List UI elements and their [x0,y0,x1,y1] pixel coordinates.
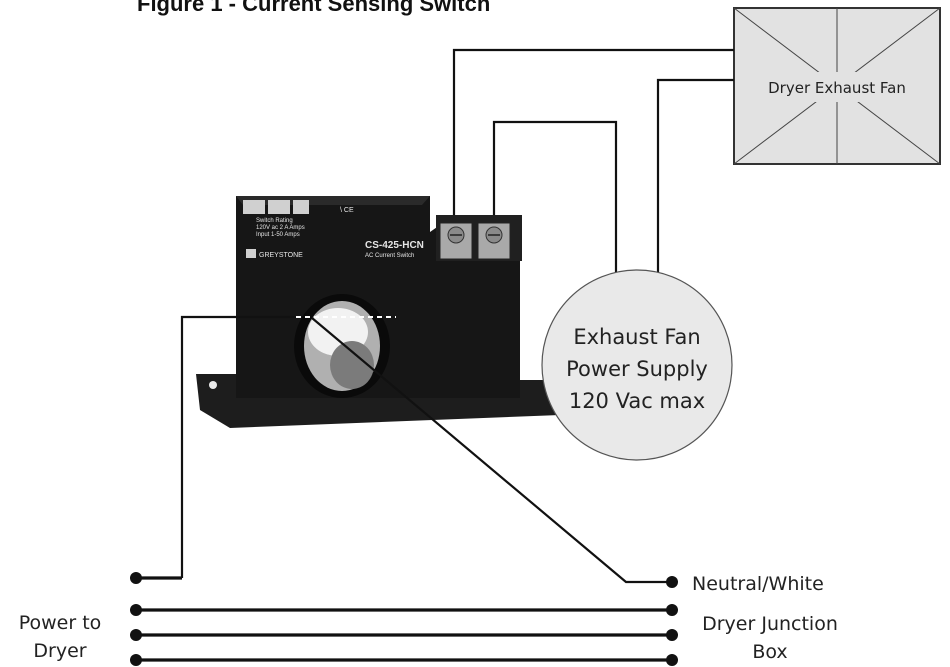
wire-terminal2-to-supply [492,120,618,283]
wire-terminal1-to-fan [452,48,734,232]
supply-line1: Exhaust Fan [573,325,700,349]
rating-line3: Input 1-50 Amps [256,232,300,238]
fan-label: Dryer Exhaust Fan [768,79,906,97]
ce-mark: \ CE [340,207,354,214]
power-to-dryer-line2: Dryer [33,640,86,662]
supply-line2: Power Supply [566,357,708,381]
bus-wires [136,576,672,662]
figure-title: Figure 1 - Current Sensing Switch [137,0,490,16]
brand-label: GREYSTONE [259,252,303,259]
model-label: CS-425-HCN [365,240,424,251]
supply-line3: 120 Vac max [569,389,705,413]
junction-box-line2: Box [752,641,787,663]
model-subtitle: AC Current Switch [365,253,414,259]
power-to-dryer-line1: Power to [19,612,102,634]
rating-line2: 120V ac 2 A Amps [256,225,305,231]
rating-line1: Switch Rating [256,218,293,224]
wire-left-up [180,315,296,578]
neutral-white-label: Neutral/White [692,573,824,595]
current-sensor-device: \ CE Switch Rating 120V ac 2 A Amps Inpu… [196,196,580,428]
power-supply-circle: Exhaust Fan Power Supply 120 Vac max [541,269,733,461]
wire-supply-to-fan [656,78,734,283]
terminal-dots [130,572,678,666]
junction-box-line1: Dryer Junction [702,613,838,635]
dryer-exhaust-fan-box: Dryer Exhaust Fan [733,7,941,165]
wire-neutral-diagonal [311,317,672,584]
